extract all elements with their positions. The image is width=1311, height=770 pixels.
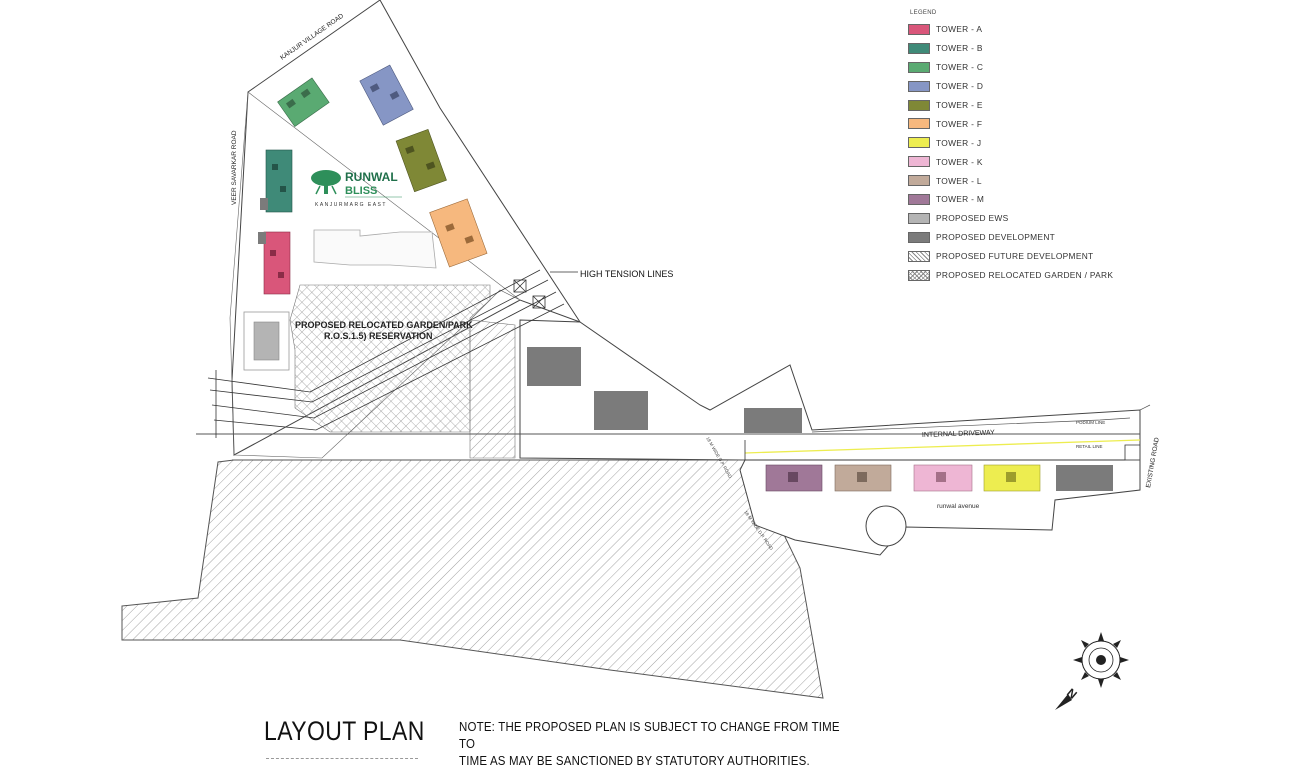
logo-brand: RUNWAL (345, 170, 398, 184)
north-arrow-icon: N (1055, 686, 1080, 710)
legend-item: TOWER - D (908, 77, 1108, 96)
future-development-strip (469, 319, 516, 459)
existing-road-label: EXISTING ROAD (1145, 437, 1161, 489)
legend-label: TOWER - B (936, 43, 983, 54)
note-line-1: NOTE: THE PROPOSED PLAN IS SUBJECT TO CH… (459, 720, 840, 751)
development-block-4 (1056, 465, 1113, 491)
legend-label: TOWER - A (936, 24, 983, 35)
title-underline (266, 758, 418, 759)
legend-swatch (908, 250, 930, 262)
retail-line-label: RETAIL LINE (1076, 444, 1103, 449)
development-block-3 (744, 408, 802, 433)
legend-item: TOWER - C (908, 58, 1108, 77)
logo-product: BLISS (345, 185, 377, 197)
legend-label: TOWER - K (936, 156, 983, 167)
legend-swatch (908, 61, 930, 73)
site-boundary-east (519, 319, 1141, 556)
legend-item: PROPOSED FUTURE DEVELOPMENT (908, 247, 1108, 266)
development-block-2 (594, 391, 648, 430)
tower-d-building (359, 64, 414, 126)
runwal-bliss-logo: RUNWAL BLISS KANJURMARG EAST (311, 170, 402, 208)
legend-swatch (908, 156, 930, 168)
legend-label: PROPOSED DEVELOPMENT (936, 232, 1056, 243)
runwal-avenue-label: runwal avenue (937, 503, 980, 510)
legend-label: TOWER - F (936, 118, 983, 129)
layout-plan-title: LAYOUT PLAN (264, 716, 425, 746)
legend-item: TOWER - J (908, 133, 1108, 152)
high-tension-lines-label: HIGH TENSION LINES (580, 269, 673, 279)
tower-l-building (834, 464, 892, 492)
legend-swatch (908, 42, 930, 54)
plan-note: NOTE: THE PROPOSED PLAN IS SUBJECT TO CH… (459, 719, 845, 770)
legend-label: PROPOSED EWS (936, 213, 1009, 224)
legend-item: PROPOSED EWS (908, 209, 1108, 228)
roundabout (865, 505, 907, 547)
legend-label: TOWER - C (936, 62, 984, 73)
legend-swatch (908, 99, 930, 111)
relocated-garden-area (289, 284, 491, 433)
podium-line-label: PODIUM LINE (1076, 420, 1105, 425)
tower-f-building (429, 198, 488, 268)
legend-item: TOWER - L (908, 171, 1108, 190)
legend-label: TOWER - E (936, 100, 983, 110)
central-building-outline (313, 229, 437, 269)
future-development-area (121, 459, 824, 699)
legend-swatch (908, 212, 930, 224)
tower-m-building (765, 464, 823, 492)
compass-rose (1073, 632, 1129, 688)
legend-item: TOWER - A (908, 20, 1108, 39)
legend-item: TOWER - M (908, 190, 1108, 209)
legend-label: TOWER - D (936, 81, 984, 92)
legend-item: TOWER - K (908, 152, 1108, 171)
legend-list: TOWER - A TOWER - B TOWER - C TOWER - D TOWE… (908, 20, 1113, 285)
garden-label-line2: R.O.S.1.5) RESERVATION (324, 331, 433, 341)
tower-a-building (258, 231, 291, 295)
legend-label: TOWER - M (936, 194, 985, 205)
legend-swatch (908, 193, 930, 205)
legend-item: TOWER - E (908, 96, 1108, 115)
tower-k-building (913, 464, 973, 492)
tower-b-building (260, 149, 293, 213)
legend-swatch (908, 269, 930, 281)
tower-c-building (277, 77, 330, 127)
tower-j-building (983, 464, 1041, 492)
legend-swatch (908, 23, 930, 35)
legend-item: TOWER - B (908, 39, 1108, 58)
legend-label: TOWER - J (936, 137, 982, 148)
internal-driveway-label: INTERNAL DRIVEWAY (922, 429, 995, 439)
legend-swatch (908, 118, 930, 130)
legend-swatch (908, 231, 930, 243)
legend-label: PROPOSED FUTURE DEVELOPMENT (936, 251, 1094, 262)
garden-label-line1: PROPOSED RELOCATED GARDEN/PARK (295, 320, 473, 330)
legend-label: TOWER - L (936, 175, 982, 186)
veer-savarkar-road-label: VEER SAVARKAR ROAD (231, 130, 238, 205)
legend-swatch (908, 175, 930, 187)
legend-item: TOWER - F (908, 114, 1108, 133)
development-block-1 (527, 347, 581, 386)
logo-location: KANJURMARG EAST (315, 202, 387, 208)
legend-label: PROPOSED RELOCATED GARDEN / PARK (936, 270, 1114, 281)
legend-swatch (908, 80, 930, 92)
note-line-2: TIME AS MAY BE SANCTIONED BY STATUTORY A… (459, 754, 810, 768)
tree-logo-icon (311, 170, 341, 195)
legend-item: PROPOSED DEVELOPMENT (908, 228, 1108, 247)
high-tension-lines (207, 269, 565, 438)
legend-title: LEGEND (910, 10, 937, 16)
legend-swatch (908, 137, 930, 149)
tower-e-building (395, 129, 447, 193)
legend-item: PROPOSED RELOCATED GARDEN / PARK (908, 266, 1113, 285)
